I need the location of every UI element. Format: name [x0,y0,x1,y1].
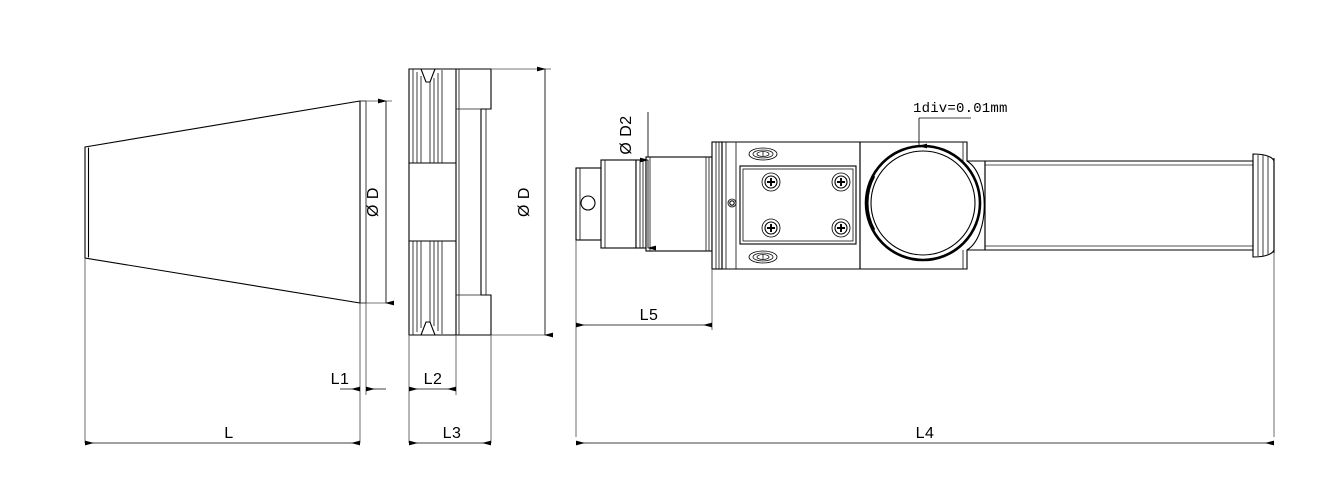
dim-L5: L5 [576,307,712,328]
draw-stud [575,167,602,241]
screw-top-left [761,172,781,192]
dim-label-diameter-D-taper: Ø D [365,187,382,217]
dim-label-L1: L1 [331,371,350,388]
dim-L3: L3 [409,425,491,446]
boring-bar [984,160,1254,251]
head-body [721,141,861,270]
dim-label-diameter-D-flange: Ø D [516,187,533,217]
annotation-graduation: 1div=0.01mm [913,101,1008,149]
dim-label-L: L [224,425,233,442]
screw-top-right [831,172,851,192]
screw-bottom-left [761,218,781,238]
pilot-boss [456,68,492,336]
left-view-group [84,68,492,336]
knurled-end [1252,153,1275,258]
dim-diameter-D-flange: Ø D [491,66,553,338]
right-view-dimensions: Ø D2 L5 L4 1div=0.01mm [575,101,1275,446]
dim-L1: L1 [331,371,386,392]
dim-label-L2: L2 [424,371,443,388]
dim-label-L5: L5 [640,307,659,324]
head-body-flange [711,141,723,270]
ring-groove [635,159,647,249]
right-view-group [575,141,1275,270]
dim-label-L4: L4 [916,425,935,442]
dim-L: L [85,425,360,446]
dim-label-diameter-D2: Ø D2 [618,115,635,154]
lock-plug-upper [748,147,778,161]
dim-label-L3: L3 [443,425,462,442]
dim-L4: L4 [576,425,1274,446]
lock-plug-lower [748,250,778,264]
taper-cone [84,100,367,304]
dim-L2: L2 [409,371,456,392]
dim-diameter-D-taper: Ø D [365,98,394,306]
left-view-dimensions: Ø D Ø D L1 L2 L [84,66,553,446]
dial-ring [864,144,982,262]
screw-bottom-right [831,218,851,238]
v-flange-groove [408,68,457,336]
annotation-graduation-text: 1div=0.01mm [913,101,1008,117]
shank-step [645,156,713,252]
dim-diameter-D2: Ø D2 [618,112,656,251]
stud-collar [600,159,637,249]
